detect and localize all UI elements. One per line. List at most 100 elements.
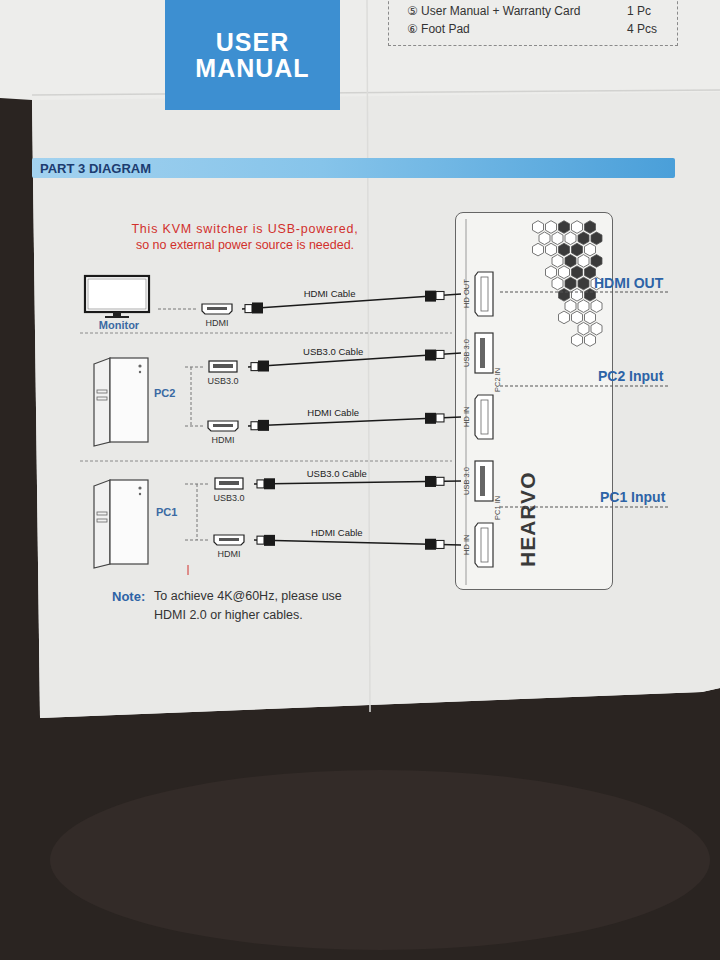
port-socket: HD IN [461,519,497,571]
pc-tower: PC1 [90,478,185,566]
honeycomb-cell [552,232,563,245]
plug-body [425,350,436,361]
plug-head [436,540,444,548]
honeycomb-cell [546,221,557,234]
plug-body [252,302,263,313]
link-line [185,426,204,427]
monitor-panel [88,279,146,309]
link-line [185,540,210,541]
port-callout: PC1 Input [600,489,690,505]
honeycomb-cell [565,232,576,245]
honeycomb-cell [572,289,583,302]
plug-head [436,477,444,485]
header-box: USER MANUAL [165,0,340,110]
tower-icon [90,356,185,446]
monitor-icon: Monitor [80,274,158,332]
honeycomb-cell [552,255,563,268]
hdmi-socket [475,395,493,439]
honeycomb-cell [585,221,596,234]
power-note: This KVM switcher is USB-powered, so no … [128,221,362,253]
port-contacts [207,307,227,310]
parts-quantity: 1 Pc [627,4,675,18]
plug-head [251,363,258,371]
port-socket: USB 3.0 [461,457,497,505]
power-button [139,493,141,495]
paper-fold [32,90,720,95]
plug-head [436,350,444,358]
plug-head [245,305,252,313]
honeycomb-cell [539,232,550,245]
lap-shadow [50,770,710,950]
plug-body [258,420,269,431]
pc-tower: PC2 [90,356,185,446]
pc-label: PC1 [156,506,186,518]
honeycomb-cell [572,243,583,256]
honeycomb-cell [565,277,576,290]
tower-side [94,358,110,446]
honeycomb-cell [559,266,570,279]
cable-port: HDMI [198,302,242,332]
honeycomb-cell [552,277,563,290]
port-contacts [213,364,233,368]
honeycomb-cell [533,221,544,234]
parts-item: ⑤ User Manual + Warranty Card [407,4,622,18]
honeycomb-cell [591,255,602,268]
port-callout: HDMI OUT [594,275,684,291]
cable [254,540,461,545]
honeycomb-cell [572,221,583,234]
honeycomb-cell [585,266,596,279]
port-name: HDMI [198,318,236,328]
tower-side [94,480,110,568]
socket-contacts [480,338,485,368]
honeycomb-cell [578,300,589,313]
cable-label: USB3.0 Cable [292,468,382,479]
honeycomb-cell [585,243,596,256]
port-label: HD OUT [461,268,473,320]
link-line [185,484,210,485]
paper-fold [367,0,370,712]
socket-contacts [480,466,485,496]
plug-head [436,292,444,300]
port-contacts [219,538,239,541]
port-name: HDMI [204,435,242,445]
parts-item: ⑥ Foot Pad [407,22,622,36]
usb-socket [475,333,493,373]
cable-label: HDMI Cable [285,288,375,299]
honeycomb-cell [585,289,596,302]
monitor-stand [113,312,121,316]
link-line [158,309,198,310]
hdmi-socket [475,272,493,316]
port-label: USB 3.0 [461,457,473,505]
monitor-base [105,316,129,318]
honeycomb-cell [572,334,583,347]
socket-contacts [481,277,488,311]
group-separator [80,333,452,334]
hdmi-port-shape [214,535,244,545]
port-name: USB3.0 [204,376,242,386]
honeycomb-cell [533,243,544,256]
port-group-label: PC2 IN [493,362,503,398]
honeycomb-cell [559,311,570,324]
usb-port-shape [215,478,243,489]
note-text: To achieve 4K@60Hz, please use HDMI 2.0 … [154,587,359,625]
port-contacts [213,424,233,427]
port-socket: USB 3.0 [461,329,497,377]
kvm-switch: HD OUTUSB 3.0HD INUSB 3.0HD INHEARVO [455,212,613,590]
cable-port: USB3.0 [210,477,254,507]
honeycomb-cell [546,243,557,256]
plug-head [251,422,258,430]
port-contacts [219,481,239,485]
cable-label: HDMI Cable [288,407,378,418]
honeycomb-cell [578,255,589,268]
port-bracket [197,484,198,540]
cable-label: USB3.0 Cable [288,346,378,357]
plug-body [264,478,275,489]
parts-list-box: ⑤ User Manual + Warranty Card 1 Pc ⑥ Foot … [388,0,678,46]
cable [254,481,461,484]
honeycomb-cell [559,221,570,234]
power-button [139,371,141,373]
plug-head [257,536,264,544]
case-edge [466,219,467,585]
honeycomb-cell [585,334,596,347]
